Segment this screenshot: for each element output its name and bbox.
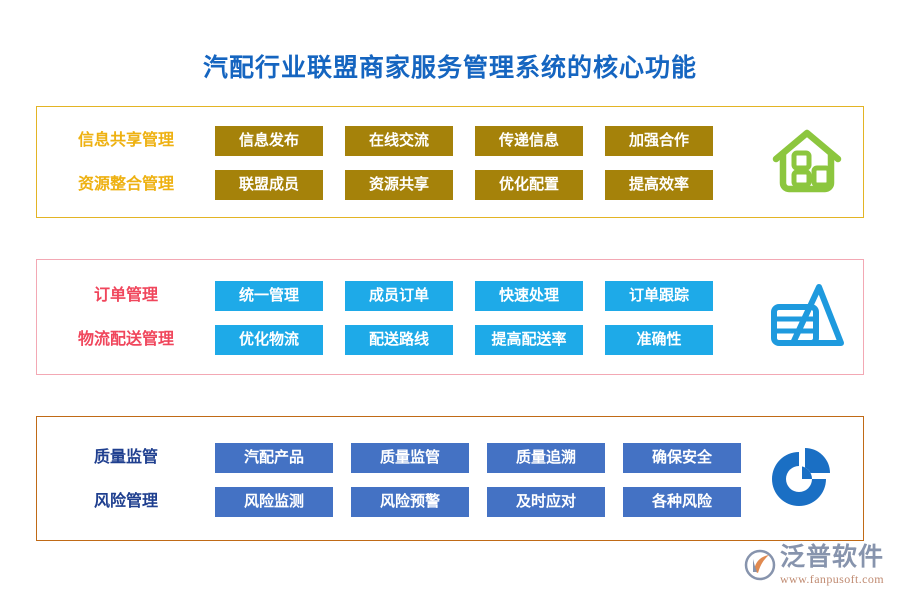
feature-tag[interactable]: 成员订单	[345, 281, 453, 311]
page-title: 汽配行业联盟商家服务管理系统的核心功能	[202, 54, 697, 82]
feature-tag[interactable]: 各种风险	[623, 486, 741, 517]
section-rows: 信息共享管理 信息发布 在线交流 传递信息 加强合作 资源整合管理 联盟成员 资…	[37, 107, 807, 217]
feature-row: 物流配送管理 优化物流 配送路线 提高配送率 准确性	[37, 325, 807, 355]
feature-tag[interactable]: 快速处理	[475, 281, 583, 311]
row-label: 物流配送管理	[77, 331, 174, 348]
feature-tag[interactable]: 确保安全	[623, 442, 741, 473]
home-icon	[769, 124, 845, 200]
logo-url: www.fanpusoft.com	[779, 572, 884, 586]
feature-row: 订单管理 统一管理 成员订单 快速处理 订单跟踪	[37, 281, 807, 311]
feature-tag[interactable]: 优化物流	[215, 325, 323, 355]
section-panel-order-logistics: 订单管理 统一管理 成员订单 快速处理 订单跟踪 物流配送管理 优化物流 配送路…	[36, 259, 864, 375]
tag-group: 信息发布 在线交流 传递信息 加强合作	[215, 126, 807, 156]
row-label: 风险管理	[93, 492, 158, 510]
feature-tag[interactable]: 风险预警	[351, 486, 469, 517]
section-panel-quality-risk: 质量监管 汽配产品 质量监管 质量追溯 确保安全 风险管理 风险监测 风险预警 …	[36, 416, 864, 541]
section-rows: 订单管理 统一管理 成员订单 快速处理 订单跟踪 物流配送管理 优化物流 配送路…	[37, 260, 807, 374]
section-panel-information-sharing: 信息共享管理 信息发布 在线交流 传递信息 加强合作 资源整合管理 联盟成员 资…	[36, 106, 864, 218]
feature-tag[interactable]: 订单跟踪	[605, 281, 713, 311]
section-rows: 质量监管 汽配产品 质量监管 质量追溯 确保安全 风险管理 风险监测 风险预警 …	[37, 417, 807, 540]
pie-chart-icon	[761, 441, 837, 517]
fanpu-logo-mark	[744, 549, 776, 581]
feature-tag[interactable]: 准确性	[605, 325, 713, 355]
feature-tag[interactable]: 统一管理	[215, 281, 323, 311]
feature-row: 质量监管 汽配产品 质量监管 质量追溯 确保安全	[37, 442, 807, 473]
feature-tag[interactable]: 质量追溯	[487, 442, 605, 473]
row-label: 资源整合管理	[77, 176, 174, 193]
feature-tag[interactable]: 风险监测	[215, 486, 333, 517]
feature-tag[interactable]: 在线交流	[345, 126, 453, 156]
feature-row: 风险管理 风险监测 风险预警 及时应对 各种风险	[37, 486, 807, 517]
feature-tag[interactable]: 资源共享	[345, 170, 453, 200]
tag-group: 风险监测 风险预警 及时应对 各种风险	[215, 486, 807, 517]
feature-tag[interactable]: 配送路线	[345, 325, 453, 355]
tag-group: 统一管理 成员订单 快速处理 订单跟踪	[215, 281, 807, 311]
feature-tag[interactable]: 联盟成员	[215, 170, 323, 200]
feature-tag[interactable]: 提高效率	[605, 170, 713, 200]
feature-tag[interactable]: 及时应对	[487, 486, 605, 517]
feature-tag[interactable]: 提高配送率	[475, 325, 583, 355]
feature-tag[interactable]: 信息发布	[215, 126, 323, 156]
tag-group: 优化物流 配送路线 提高配送率 准确性	[215, 325, 807, 355]
chart-triangle-icon	[769, 279, 845, 355]
feature-row: 信息共享管理 信息发布 在线交流 传递信息 加强合作	[37, 126, 807, 156]
feature-tag[interactable]: 加强合作	[605, 126, 713, 156]
feature-tag[interactable]: 优化配置	[475, 170, 583, 200]
row-label: 订单管理	[93, 287, 158, 304]
tag-group: 汽配产品 质量监管 质量追溯 确保安全	[215, 442, 807, 473]
feature-tag[interactable]: 传递信息	[475, 126, 583, 156]
row-label: 质量监管	[93, 448, 158, 466]
tag-group: 联盟成员 资源共享 优化配置 提高效率	[215, 170, 807, 200]
feature-row: 资源整合管理 联盟成员 资源共享 优化配置 提高效率	[37, 170, 807, 200]
row-label: 信息共享管理	[77, 132, 174, 149]
feature-tag[interactable]: 汽配产品	[215, 442, 333, 473]
logo-name: 泛普软件	[779, 543, 884, 571]
brand-logo: 泛普软件 www.fanpusoft.com	[744, 542, 884, 588]
feature-tag[interactable]: 质量监管	[351, 442, 469, 473]
